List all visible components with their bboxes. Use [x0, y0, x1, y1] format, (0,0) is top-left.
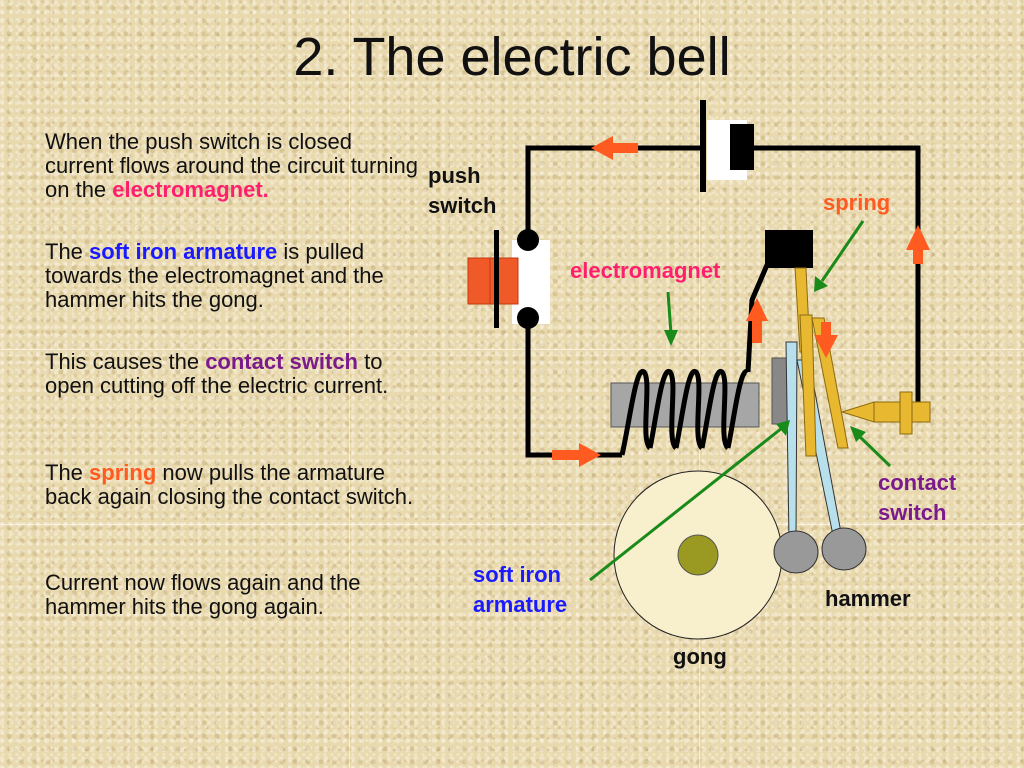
label-line: armature — [473, 592, 568, 617]
label-line: switch — [428, 193, 497, 218]
push-switch-icon — [467, 229, 550, 329]
paragraph-4: The spring now pulls the armature back a… — [45, 461, 425, 509]
current-arrow-icon — [552, 136, 930, 467]
paragraph-text: is pulled towards the electromagnet and … — [45, 239, 384, 312]
electromagnet-icon — [610, 257, 795, 456]
paragraph-text: When the push switch is closed current f… — [45, 129, 418, 202]
contact-screw-icon — [840, 391, 931, 435]
spring-mount-icon — [765, 230, 813, 268]
paragraph-text: Current now flows again and the hammer h… — [45, 570, 361, 619]
paragraph-text: The — [45, 239, 90, 264]
grid-line — [349, 0, 350, 768]
label-contact-switch: contact switch — [878, 468, 956, 528]
spring-icon — [794, 267, 849, 457]
keyword-spring: spring — [89, 460, 157, 485]
grid-line — [0, 349, 1024, 350]
paragraph-1: When the push switch is closed current f… — [45, 130, 425, 202]
pointer-line — [589, 220, 892, 582]
label-spring: spring — [823, 190, 891, 215]
paragraph-5: Current now flows again and the hammer h… — [45, 571, 425, 619]
label-line: contact — [878, 470, 957, 495]
keyword-electromagnet: electromagnet. — [112, 177, 269, 202]
label-electromagnet: electromagnet — [570, 258, 721, 283]
hammer-icon — [773, 527, 867, 574]
keyword-contact-switch: contact switch — [205, 349, 358, 374]
label-hammer: hammer — [825, 586, 911, 611]
keyword-soft-iron-armature: soft iron armature — [89, 239, 278, 264]
top-switch-icon — [700, 100, 754, 192]
paragraph-text: This causes the — [45, 349, 206, 374]
label-gong: gong — [673, 644, 727, 669]
label-line: soft iron — [473, 562, 561, 587]
paragraph-2: The soft iron armature is pulled towards… — [45, 240, 425, 312]
paragraph-text: to open cutting off the electric current… — [45, 349, 389, 398]
paragraph-text: The — [45, 460, 90, 485]
page-title: 2. The electric bell — [293, 27, 731, 87]
grid-line — [0, 524, 1024, 525]
label-soft-iron-armature: soft iron armature — [473, 560, 567, 620]
paragraph-text: now pulls the armature back again closin… — [45, 460, 414, 509]
label-push-switch: push switch — [428, 161, 496, 221]
label-line: switch — [878, 500, 947, 525]
paragraph-3: This causes the contact switch to open c… — [45, 350, 425, 398]
label-line: push — [428, 163, 481, 188]
